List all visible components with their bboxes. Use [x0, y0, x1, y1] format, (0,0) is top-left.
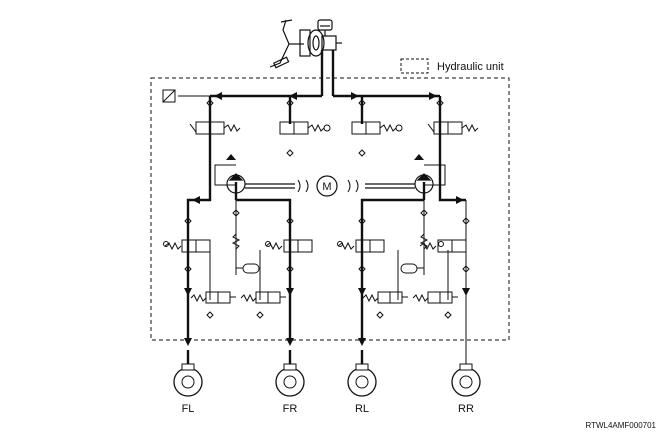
legend-dashed-box-icon: [400, 58, 429, 74]
wheel-label-fl: FL: [182, 403, 195, 415]
wheel-brake-fl-icon: [173, 350, 203, 397]
valve-lower-left-b-icon: [240, 291, 286, 304]
valve-lower-right-a-icon: [362, 291, 408, 304]
valve-lower-left-a-icon: [190, 291, 236, 304]
legend-label: Hydraulic unit: [437, 61, 504, 73]
valve-mid-left-inner-icon: [265, 239, 313, 253]
pump-left-icon: [226, 173, 295, 194]
accumulator-right-icon: [400, 263, 424, 274]
wheel-brake-rl-icon: [347, 350, 377, 397]
motor-icon: M: [297, 175, 359, 197]
upper-valves: [189, 99, 479, 157]
wheel-brake-rr-icon: [451, 342, 481, 397]
lower-valves: [190, 291, 458, 319]
motor-label: M: [322, 181, 331, 193]
valve-mid-left-outer-icon: [163, 239, 211, 253]
valve-upper-left-outer-icon: [189, 121, 241, 135]
wheel-label-fr: FR: [283, 403, 298, 415]
valve-mid-right-outer-icon: [419, 239, 467, 253]
valve-upper-left-inner-icon: [279, 121, 331, 135]
brake-pedal-master-cylinder-icon: [269, 19, 342, 69]
pump-right-icon: [365, 173, 434, 194]
legend: Hydraulic unit: [400, 58, 504, 74]
wheel-brake-fr-icon: [275, 350, 305, 397]
mid-valves: [163, 209, 470, 273]
valve-lower-right-b-icon: [412, 291, 458, 304]
secondary-lines: [178, 95, 467, 342]
valve-mid-right-inner-icon: [337, 239, 385, 253]
valve-upper-right-outer-icon: [427, 121, 479, 135]
wheel-label-rl: RL: [355, 403, 369, 415]
wheel-label-rr: RR: [458, 403, 474, 415]
wheel-brakes: [173, 342, 481, 397]
pressure-sensor-icon: [162, 89, 176, 103]
flow-arrows: [184, 92, 470, 346]
valve-upper-right-inner-icon: [351, 121, 403, 135]
hydraulic-unit-boundary: [150, 77, 510, 341]
accumulator-left-icon: [236, 263, 260, 274]
figure-code: RTWL4AMF000701: [585, 421, 656, 430]
